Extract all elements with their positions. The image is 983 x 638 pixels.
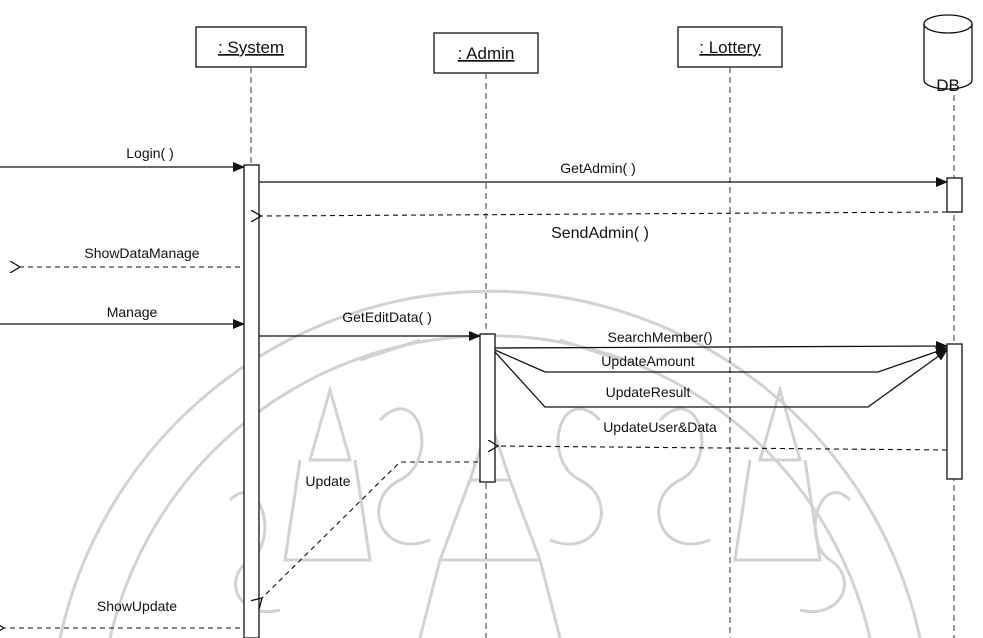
admin-object-box bbox=[433, 32, 539, 74]
system-object-label: : System bbox=[218, 38, 284, 57]
send-admin-label: SendAdmin( ) bbox=[551, 225, 649, 242]
system-activation-bar bbox=[243, 164, 260, 638]
get-admin-label: GetAdmin( ) bbox=[560, 160, 635, 176]
db-label: DB bbox=[936, 76, 960, 95]
update-result-arrow bbox=[494, 349, 948, 408]
system-object-box bbox=[195, 26, 307, 68]
manage-label: Manage bbox=[107, 304, 158, 320]
show-update-label: ShowUpdate bbox=[97, 598, 177, 614]
update-amount-label: UpdateAmount bbox=[601, 353, 695, 369]
get-edit-data-label: GetEditData( ) bbox=[342, 309, 431, 325]
search-member-label: SearchMember() bbox=[607, 329, 712, 345]
lottery-object-box bbox=[677, 26, 783, 68]
update-arrow bbox=[262, 461, 478, 598]
login-label: Login( ) bbox=[126, 145, 173, 161]
update-user-data-arrow bbox=[498, 446, 948, 450]
send-admin-arrow bbox=[261, 212, 948, 216]
search-member-arrow bbox=[494, 341, 948, 352]
db-cylinder-icon bbox=[923, 14, 973, 90]
update-user-data-label: UpdateUser&Data bbox=[603, 419, 717, 435]
update-amount-arrow bbox=[494, 346, 948, 373]
show-data-manage-label: ShowDataManage bbox=[84, 245, 199, 261]
db-activation-bar-1 bbox=[946, 177, 963, 213]
lottery-object-label: : Lottery bbox=[699, 38, 761, 57]
admin-activation-bar bbox=[479, 333, 496, 483]
update-result-label: UpdateResult bbox=[606, 384, 691, 400]
update-label: Update bbox=[305, 473, 350, 489]
admin-object-label: : Admin bbox=[458, 44, 515, 63]
db-activation-bar-2 bbox=[946, 343, 963, 480]
